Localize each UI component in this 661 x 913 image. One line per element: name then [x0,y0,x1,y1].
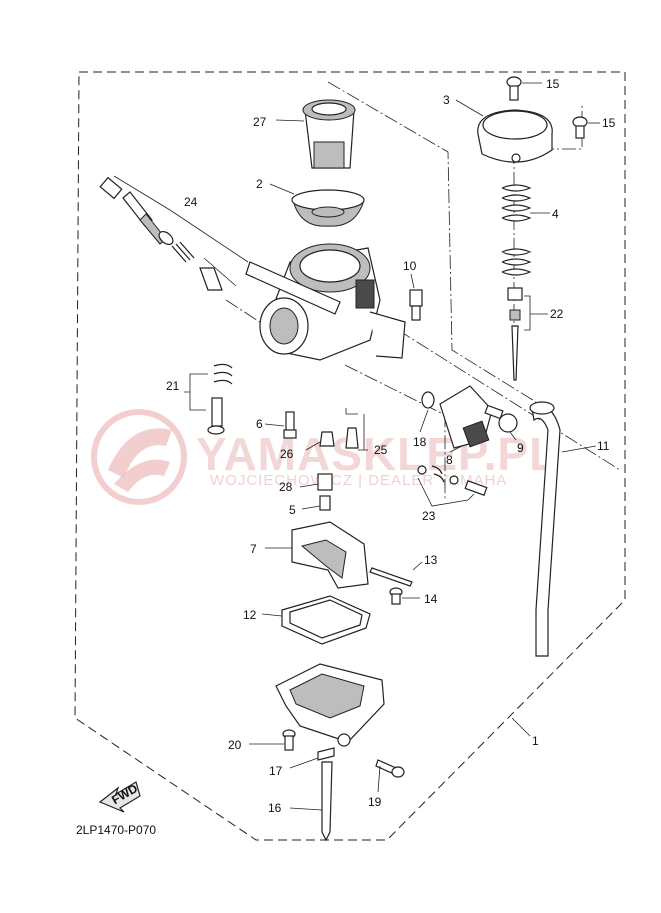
callout-24: 24 [184,195,198,209]
part-9-bolt [484,404,518,441]
part-1-leader [511,717,531,737]
callout-22: 22 [550,307,564,321]
part-22-jet-needle [507,287,548,381]
watermark-subtitle: WOJCIECHOWICZ | DEALER YAMAHA [210,472,507,489]
part-12-gasket [261,595,371,645]
callout-19: 19 [368,795,382,809]
part-25-jet-pair [345,408,368,451]
watermark-logo [91,409,187,505]
part-10-nozzle [409,273,423,321]
callout-2: 2 [256,177,263,191]
callout-28: 28 [279,480,293,494]
callout-12: 12 [243,608,257,622]
part-3-top-cover [455,99,553,163]
part-14-screw [389,587,420,605]
part-27-top-cap [275,99,356,169]
part-23-screw-set [417,465,488,507]
callout-7: 7 [250,542,257,556]
part-8-starter-plunger [439,385,493,453]
part-13-float-pin [369,561,423,587]
part-18-o-ring [419,391,435,433]
part-24-pilot-screw-set [99,175,249,291]
watermark-brand: YAMASKLEP.PL [196,428,558,480]
callout-17: 17 [269,764,283,778]
part-28-needle-jet [299,473,333,491]
callout-3: 3 [443,93,450,107]
part-4-spring [501,184,550,276]
watermark: YAMASKLEP.PL WOJCIECHOWICZ | DEALER YAMA… [91,409,558,505]
part-5-pilot-jet [301,495,331,511]
callout-8: 8 [446,453,453,467]
part-2-diaphragm [269,183,365,227]
part-19-screw [375,759,405,793]
callout-6: 6 [256,417,263,431]
part-6-jet-holder [264,411,297,439]
part-15-screw-b [572,116,600,139]
callout-9: 9 [517,441,524,455]
part-7-float [265,521,369,589]
fwd-arrow-icon: FWD [98,781,141,813]
callout-14: 14 [424,592,438,606]
diagram-code: 2LP1470-P070 [76,823,156,837]
callout-15b: 15 [602,116,616,130]
part-11-hose [529,401,597,657]
part-21-throttle-stop-screw [184,363,233,435]
callout-11: 11 [597,439,610,453]
part-20-drain-screw [249,729,296,751]
callout-15a: 15 [546,77,560,91]
part-16-drain-tube [289,761,333,842]
callout-21: 21 [166,379,180,393]
callout-18: 18 [413,435,427,449]
callout-13: 13 [424,553,438,567]
callout-4: 4 [552,207,559,221]
callout-25: 25 [374,443,388,457]
callout-20: 20 [228,738,242,752]
carburetor-body [245,243,406,361]
assembly-boundary [74,71,626,841]
callout-27: 27 [253,115,267,129]
callout-10: 10 [403,259,417,273]
part-15-screw-a [506,76,542,101]
part-17-clip [289,747,335,769]
callout-26: 26 [280,447,294,461]
callout-16: 16 [268,801,282,815]
part-26-main-jet [305,431,335,451]
float-bowl [275,663,385,747]
callout-1: 1 [532,734,539,748]
callout-23: 23 [422,509,436,523]
callout-5: 5 [289,503,296,517]
callout-labels: 1 2 3 4 5 6 7 8 9 10 11 12 13 14 15 15 1… [166,77,616,815]
